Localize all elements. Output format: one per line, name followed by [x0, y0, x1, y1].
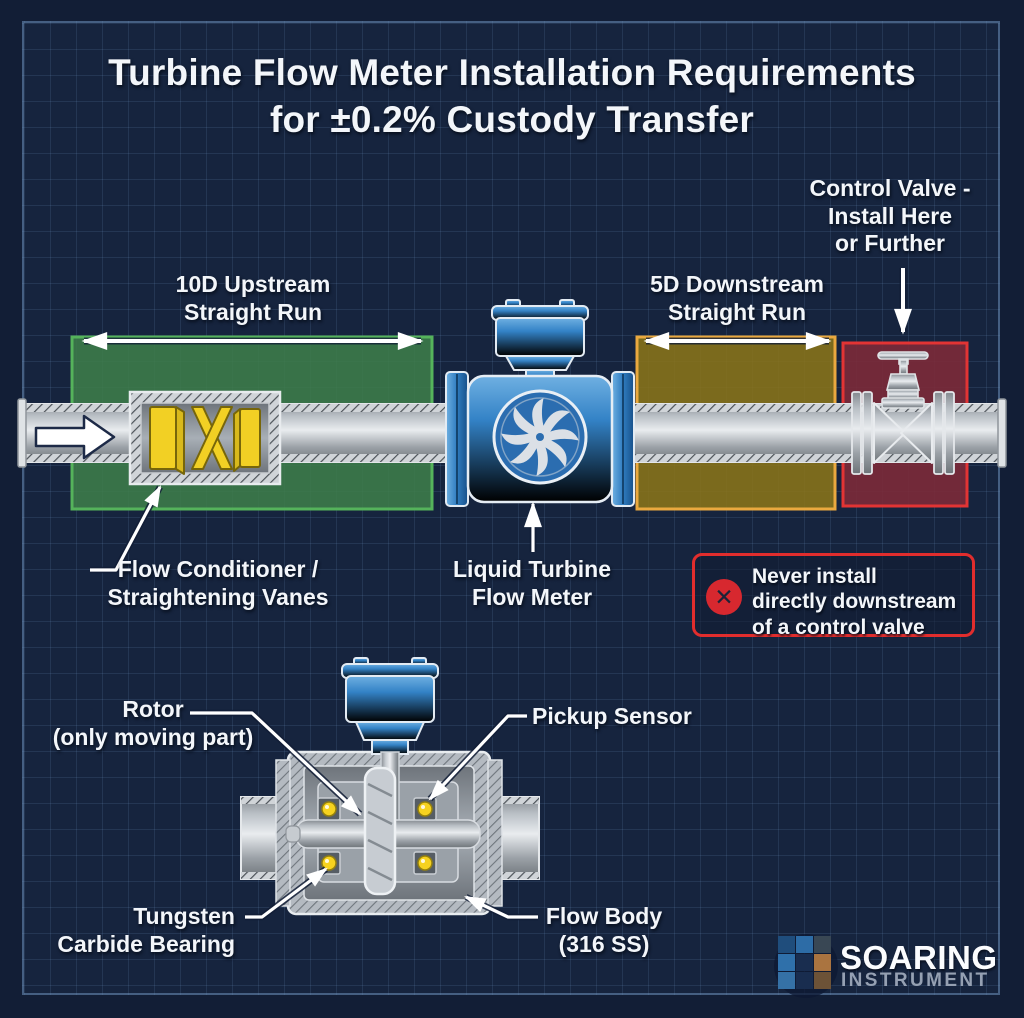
rotor-label: Rotor (only moving part) — [52, 696, 254, 750]
bearing-icons — [317, 797, 437, 875]
warning-callout: ✕ Never install directly downstream of a… — [692, 553, 975, 639]
flow-meter-label: Liquid Turbine Flow Meter — [453, 556, 611, 610]
bearing-label: Tungsten Carbide Bearing — [57, 903, 235, 957]
turbine-meter-graphic — [445, 299, 635, 507]
page-title-line2: for ±0.2% Custody Transfer — [269, 98, 754, 140]
upstream-run-label: 10D Upstream Straight Run — [175, 271, 331, 325]
cutaway-graphic — [240, 657, 540, 916]
logo-mosaic-icon — [774, 934, 838, 998]
flow-body-pointer-arrow — [464, 894, 538, 921]
warning-text: Never install directly downstream of a c… — [752, 565, 957, 639]
brand-name: SOARING — [840, 939, 998, 976]
flow-arrow-icon — [34, 414, 116, 460]
page-title: Turbine Flow Meter Installation Requirem… — [0, 50, 1024, 144]
turbine-rotor-icon — [501, 398, 579, 476]
control-valve-label: Control Valve - Install Here or Further — [809, 175, 971, 257]
pickup-pointer-arrow — [427, 712, 527, 802]
downstream-run-label: 5D Downstream Straight Run — [650, 271, 824, 325]
pickup-sensor-label: Pickup Sensor — [532, 703, 692, 729]
control-valve-graphic — [851, 351, 955, 475]
rotor-pointer-arrow — [190, 709, 363, 817]
conditioner-pointer-arrow — [90, 485, 163, 574]
flow-conditioner-graphic — [128, 390, 282, 486]
brand-subname: INSTRUMENT — [841, 970, 990, 991]
prohibition-x-icon: ✕ — [706, 579, 742, 615]
page-title-line1: Turbine Flow Meter Installation Requirem… — [108, 52, 916, 93]
flow-body-label: Flow Body (316 SS) — [545, 903, 663, 957]
flow-conditioner-label: Flow Conditioner / Straightening Vanes — [107, 556, 329, 610]
bearing-pointer-arrow — [245, 866, 328, 921]
